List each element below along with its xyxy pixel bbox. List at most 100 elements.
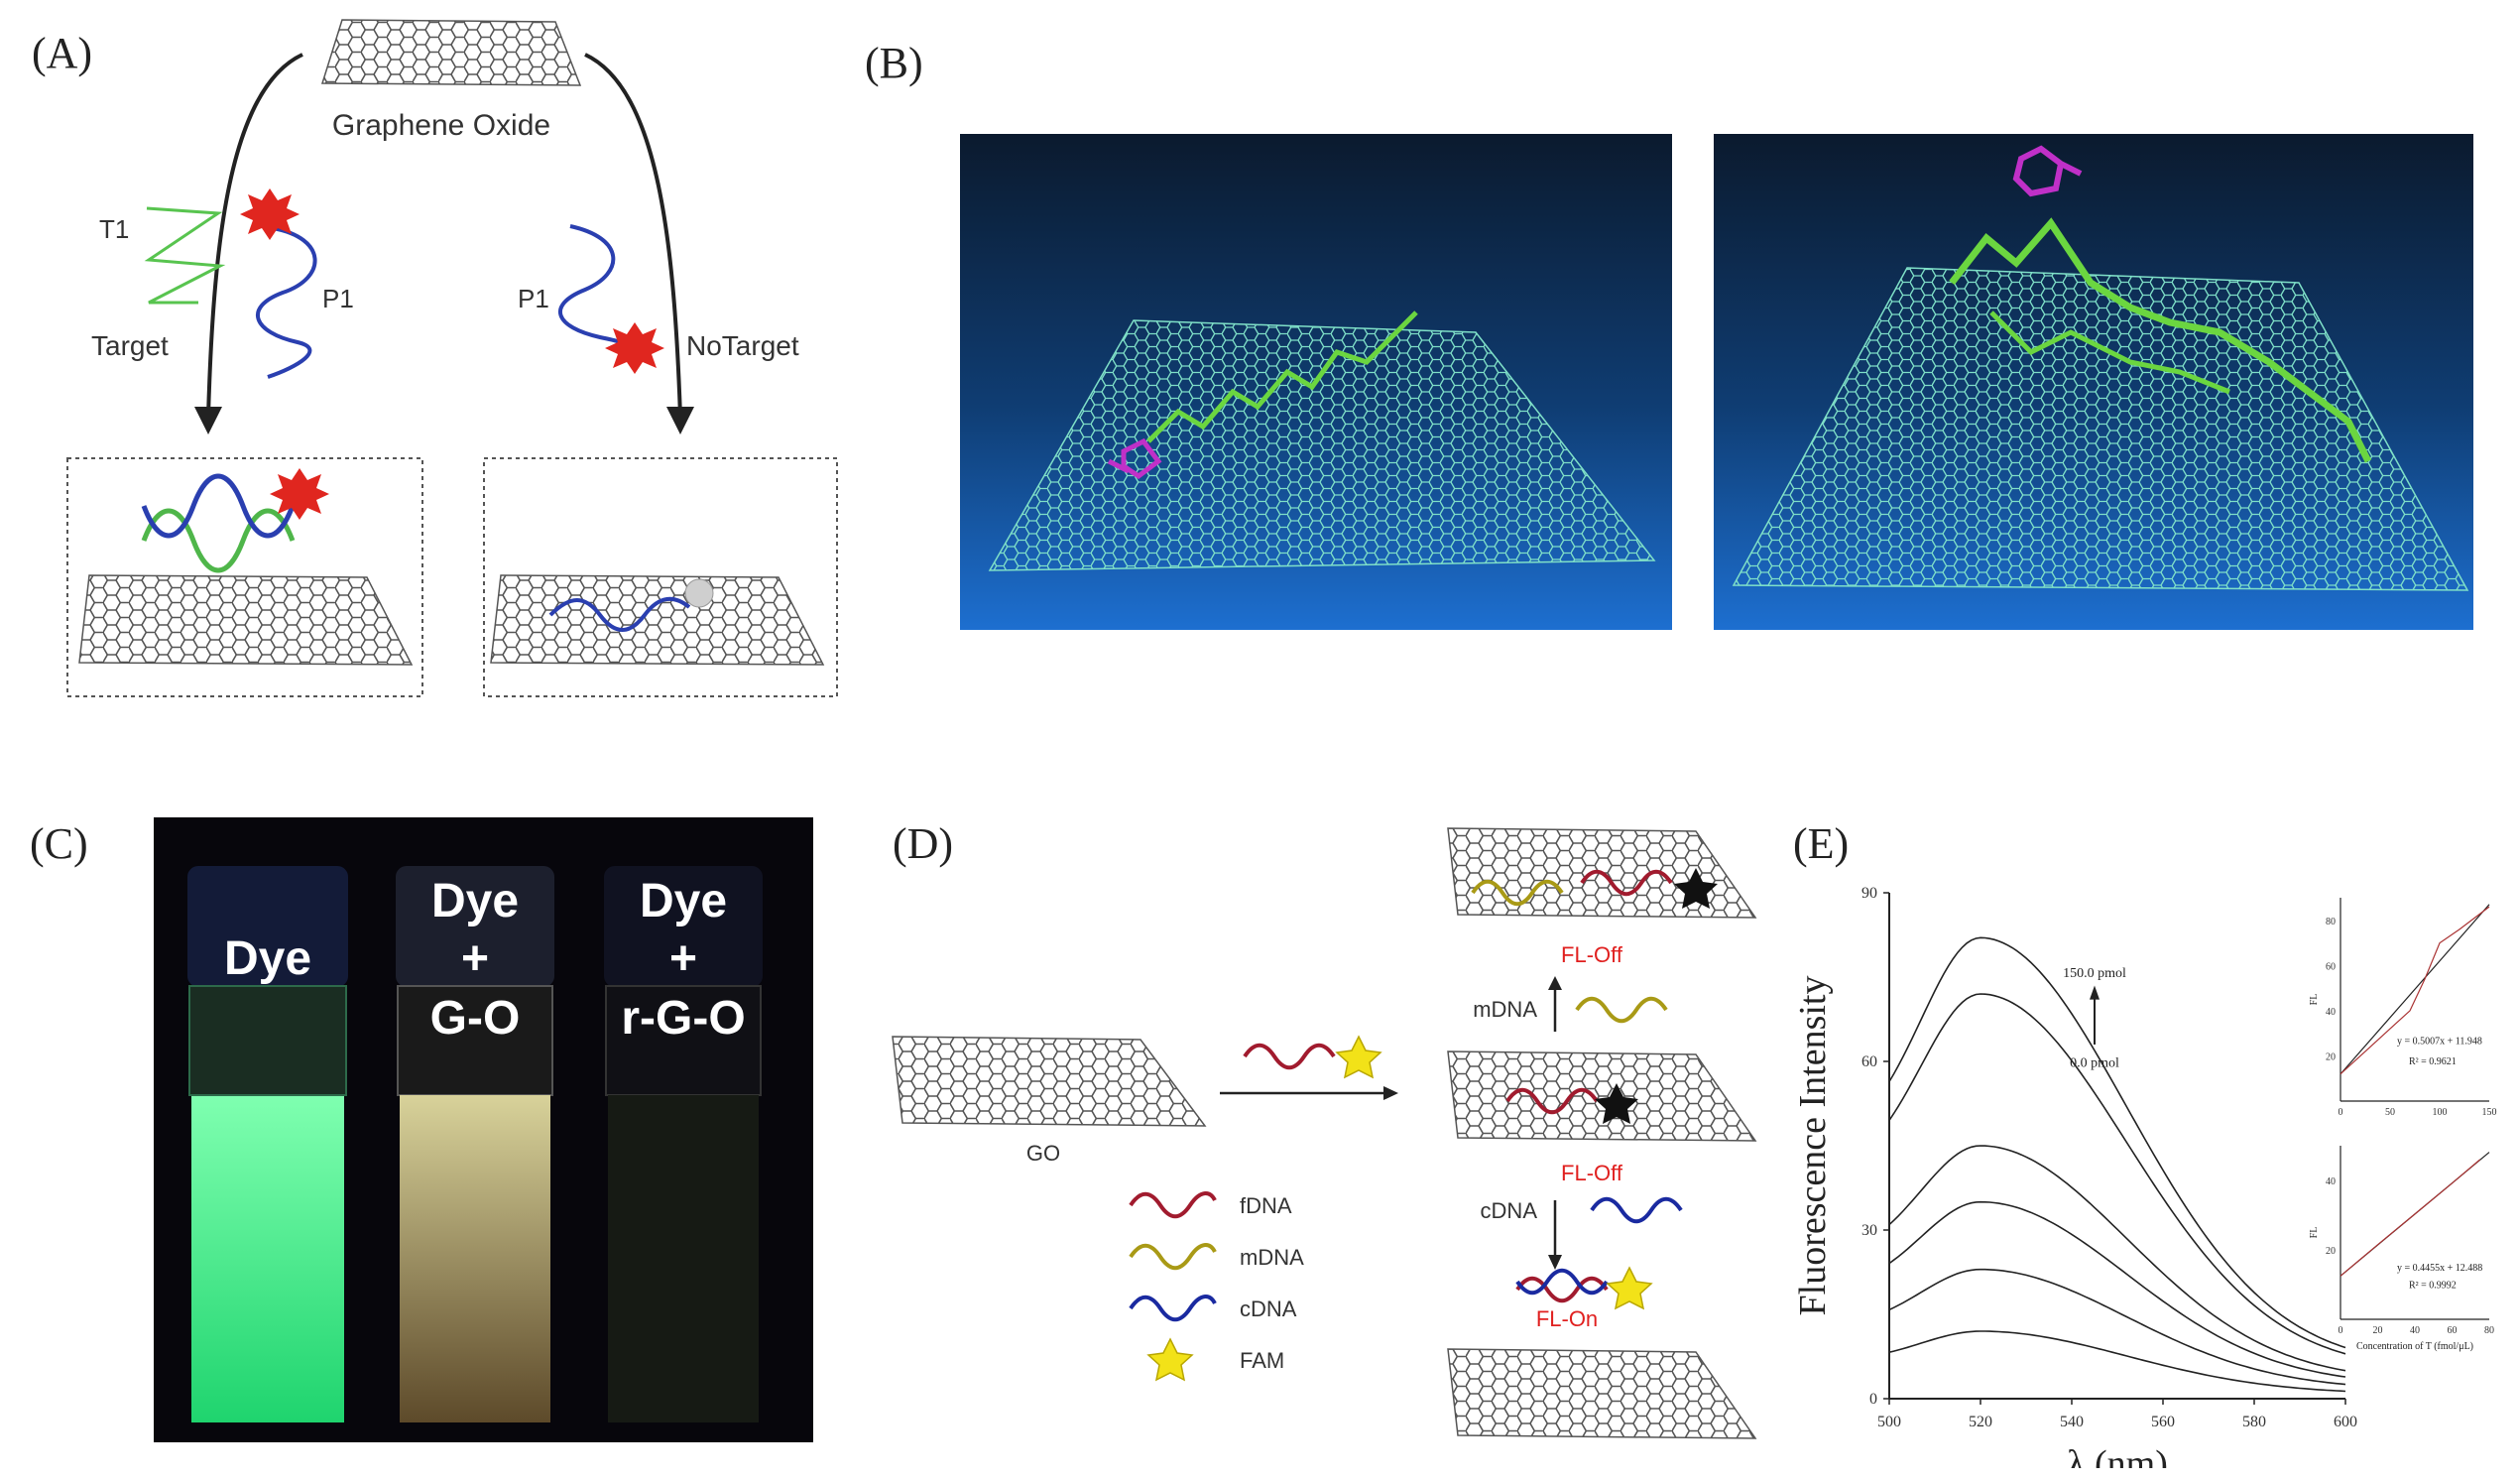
inset-bottom-y-tick-label: 20 — [2326, 1246, 2336, 1257]
cdna-step-label: cDNA — [1481, 1198, 1538, 1223]
probe-strand-p1-left — [256, 226, 317, 379]
legend-mdna-swatch — [1129, 1243, 1217, 1271]
cdna-step-strand — [1590, 1196, 1683, 1224]
inset-top-y-tick-label: 80 — [2326, 917, 2336, 927]
target-label: Target — [91, 330, 169, 361]
fl-on-label: FL-On — [1536, 1306, 1598, 1331]
p1-right-label: P1 — [518, 284, 549, 313]
vial-rgo-glass — [605, 985, 762, 1096]
legend-mdna-label: mDNA — [1240, 1245, 1304, 1270]
go-label: GO — [1026, 1141, 1060, 1166]
inset-top-y-tick-label: 40 — [2326, 1007, 2336, 1018]
quenched-fam-top — [1674, 868, 1718, 909]
main-y-tick-label: 30 — [1861, 1222, 1877, 1239]
inset-top-y-label: FL — [2309, 994, 2320, 1006]
main-y-tick-label: 60 — [1861, 1053, 1877, 1070]
panel-c-photo: Dye Dye + G-O Dye + r-G-O — [154, 817, 813, 1442]
main-x-tick-label: 580 — [2242, 1414, 2266, 1430]
vial-go-liquid — [400, 1095, 550, 1422]
graphene-oxide-label: Graphene Oxide — [332, 109, 550, 142]
inset-bottom-y-tick-label: 40 — [2326, 1176, 2336, 1187]
panel-d-diagram: GO fDNA mDNA cDNA FAM FL-Off mDNA FL-Off… — [892, 827, 1757, 1439]
arrow-right-head — [666, 407, 694, 434]
panel-b-image-left — [960, 134, 1672, 630]
notarget-label: NoTarget — [686, 330, 799, 361]
mdna-step-strand — [1575, 996, 1668, 1024]
main-y-tick-label: 0 — [1869, 1391, 1877, 1408]
legend-cdna-label: cDNA — [1240, 1297, 1297, 1321]
graphene-sheet-md-right — [1732, 267, 2469, 591]
inset-bottom-y-label: FL — [2309, 1227, 2320, 1239]
inset-top-x-tick-label: 0 — [2339, 1107, 2343, 1118]
duplex-blue-strand — [141, 473, 296, 539]
duplex-cdna — [1515, 1268, 1609, 1296]
fam-star-on — [1606, 1266, 1653, 1310]
vial-dye-label: Dye — [224, 932, 311, 985]
spectrum-line — [1888, 1268, 2346, 1386]
inset-top-data-line — [2340, 906, 2490, 1075]
inset-top-r2: R² = 0.9621 — [2409, 1056, 2457, 1067]
result-box-notarget — [483, 457, 838, 697]
fluorophore-star-duplex — [270, 468, 329, 520]
annotation-arrow-head — [2090, 985, 2100, 1000]
legend-fdna-swatch — [1129, 1191, 1217, 1219]
arrow-left — [206, 53, 303, 418]
main-y-tick-label: 90 — [1861, 885, 1877, 902]
spectrum-line — [1888, 936, 2346, 1349]
panel-a-diagram: Graphene Oxide T1 Target P1 P1 NoTarget — [66, 19, 838, 697]
vial-rgo-liquid — [608, 1095, 759, 1422]
main-x-tick-label: 540 — [2060, 1414, 2084, 1430]
sheet-bottom-right — [1447, 1348, 1757, 1439]
dye-molecule-right — [2012, 145, 2083, 197]
mdna-adsorbed-top — [1471, 879, 1564, 907]
quenched-fam-mid — [1595, 1083, 1638, 1124]
inset-top-x-tick-label: 150 — [2482, 1107, 2497, 1118]
graphene-sheet-bottom-right — [490, 574, 825, 666]
inset-bottom-x-label: Concentration of T (fmol/μL) — [2356, 1341, 2473, 1352]
cdna-step-arrow-head — [1548, 1255, 1562, 1270]
probe-strand-p1-right — [558, 224, 625, 349]
inset-top-y-tick-label: 20 — [2326, 1051, 2336, 1062]
graphene-sheet-top — [320, 19, 582, 86]
main-x-tick-label: 500 — [1877, 1414, 1901, 1430]
dna-strand-green-left — [1146, 310, 1418, 443]
vial-go-label-1: Dye — [431, 875, 519, 927]
t1-label: T1 — [99, 214, 129, 244]
panel-label-b: (B) — [865, 39, 923, 87]
dna-strand-green-right — [1949, 217, 2372, 463]
graphene-sheet-md-left — [988, 319, 1656, 571]
vial-go-glass — [397, 985, 553, 1096]
dye-molecule-left — [1107, 437, 1162, 480]
inset-top-x-tick-label: 100 — [2433, 1107, 2448, 1118]
inset-bottom-x-tick-label: 20 — [2373, 1325, 2383, 1336]
duplex-green-strand — [141, 508, 296, 573]
arrow-left-head — [194, 407, 222, 434]
fdna-adsorbed-top — [1580, 869, 1673, 897]
fdna-adsorbed-mid — [1505, 1087, 1599, 1115]
go-sheet — [892, 1036, 1207, 1127]
panel-label-c: (C) — [30, 819, 88, 868]
legend-fam-label: FAM — [1240, 1348, 1284, 1373]
panel-label-d: (D) — [893, 819, 954, 868]
arrow-right — [584, 53, 682, 418]
vial-dye-liquid — [191, 1095, 344, 1422]
spectrum-line — [1888, 1145, 2346, 1372]
fam-star-arrow — [1335, 1035, 1382, 1079]
inset-top-equation: y = 0.5007x + 11.948 — [2397, 1037, 2482, 1048]
graphene-sheet-bottom-left — [78, 574, 414, 666]
inset-bottom-x-tick-label: 60 — [2448, 1325, 2458, 1336]
inset-bottom-x-tick-label: 80 — [2484, 1325, 2494, 1336]
inset-bottom-r2: R² = 0.9992 — [2409, 1281, 2457, 1292]
mdna-step-arrow-head — [1548, 976, 1562, 990]
fl-off-mid-label: FL-Off — [1561, 1161, 1623, 1185]
legend-cdna-swatch — [1129, 1295, 1217, 1322]
annotation-low: 0.0 pmol — [2070, 1056, 2119, 1071]
inset-bottom-x-tick-label: 0 — [2339, 1325, 2343, 1336]
inset-top-y-tick-label: 60 — [2326, 961, 2336, 972]
legend-fdna-label: fDNA — [1240, 1193, 1292, 1218]
legend-fam-star — [1146, 1337, 1194, 1382]
inset-top-x-tick-label: 50 — [2385, 1107, 2395, 1118]
p1-left-label: P1 — [322, 284, 354, 313]
result-box-target — [66, 457, 423, 697]
